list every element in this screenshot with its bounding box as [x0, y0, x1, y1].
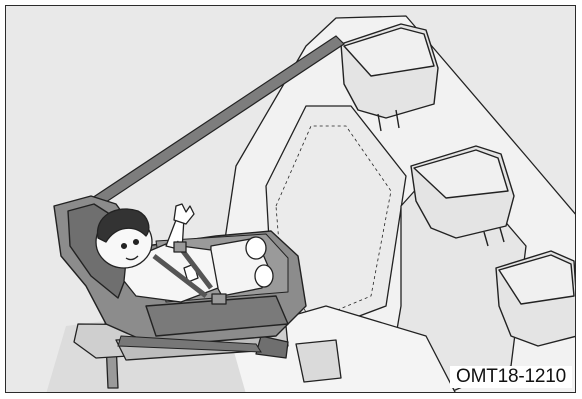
child-seat-top-tether-illustration	[6, 6, 576, 393]
illustration-frame: OMT18-1210	[5, 5, 576, 393]
harness-buckle	[174, 242, 186, 252]
figure-code-label: OMT18-1210	[450, 366, 572, 388]
